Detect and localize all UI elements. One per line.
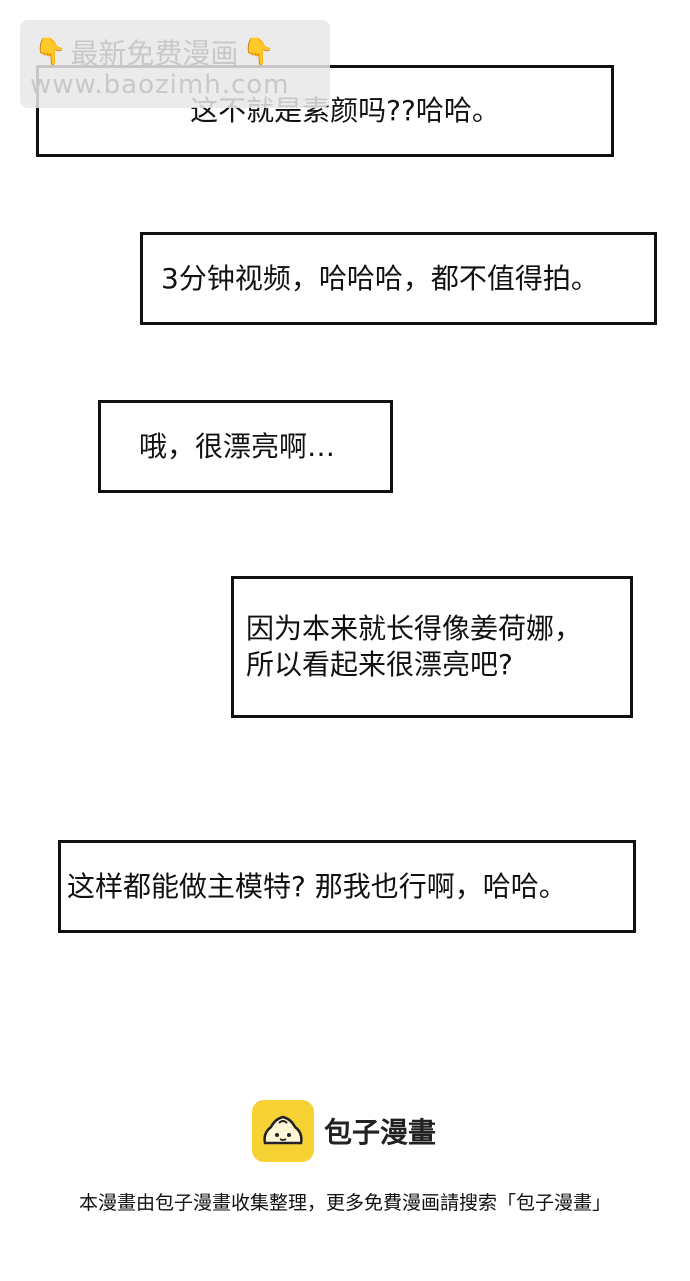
speech-text: 3分钟视频，哈哈哈，都不值得拍。 <box>161 261 599 295</box>
watermark-top: 👇 最新免费漫画 👇 <box>34 32 275 72</box>
speech-text: 因为本来就长得像姜荷娜， 所以看起来很漂亮吧? <box>246 612 583 681</box>
footer-notice: 本漫畫由包子漫畫收集整理，更多免費漫画請搜索「包子漫畫」 <box>78 1192 611 1214</box>
speech-box-2: 3分钟视频，哈哈哈，都不值得拍。 <box>140 232 657 325</box>
app-logo: 包子漫畫 <box>252 1100 436 1162</box>
speech-box-3: 哦，很漂亮啊… <box>98 400 393 493</box>
watermark: 👇 最新免费漫画 👇 www.baozimh.com <box>20 20 330 108</box>
bun-icon <box>252 1100 314 1162</box>
pointing-down-hand-icon: 👇 <box>242 37 275 67</box>
speech-text: 哦，很漂亮啊… <box>139 429 336 463</box>
logo-name: 包子漫畫 <box>324 1116 437 1149</box>
speech-box-5: 这样都能做主模特? 那我也行啊，哈哈。 <box>58 840 636 933</box>
speech-box-4: 因为本来就长得像姜荷娜， 所以看起来很漂亮吧? <box>231 576 633 718</box>
watermark-title: 最新免费漫画 <box>70 37 239 70</box>
speech-text: 这样都能做主模特? 那我也行啊，哈哈。 <box>67 869 567 903</box>
pointing-down-hand-icon: 👇 <box>34 37 67 67</box>
watermark-url: www.baozimh.com <box>30 70 290 100</box>
